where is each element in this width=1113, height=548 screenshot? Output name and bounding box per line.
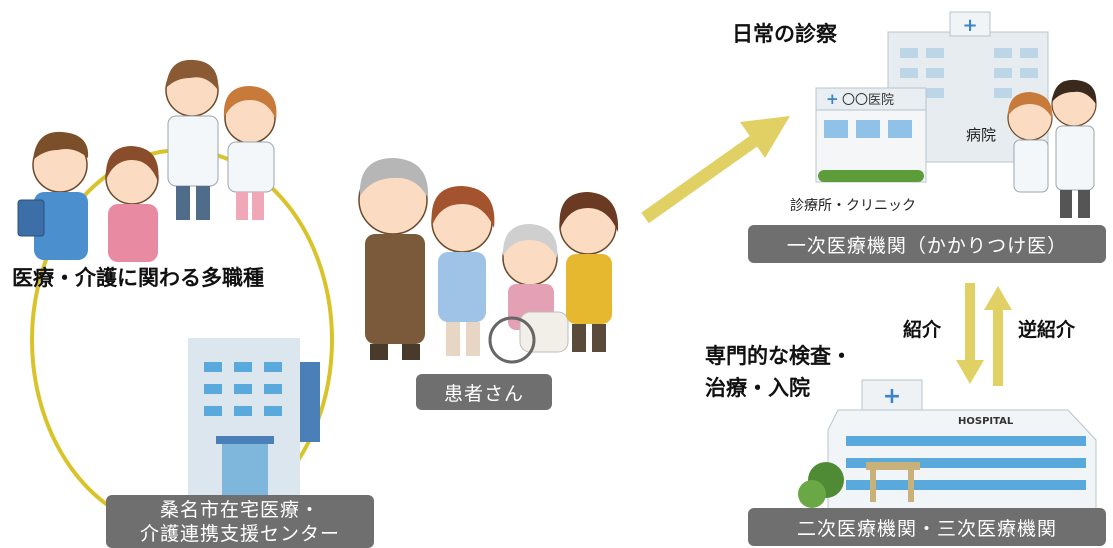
daily-exam-heading: 日常の診察 (732, 22, 837, 46)
primary-care-box: 一次医療機関（かかりつけ医） (748, 225, 1106, 263)
support-center-label-line2: 介護連携支援センター (139, 522, 340, 545)
referral-label: 紹介 (903, 319, 942, 341)
svg-text:+: + (962, 15, 977, 36)
svg-text:+: + (883, 384, 901, 409)
specialized-care-heading-line2: 治療・入院 (705, 376, 810, 400)
support-center-label-line1: 桑名市在宅医療・ (159, 498, 320, 521)
clinic-label: 診療所・クリニック (790, 198, 916, 214)
specialized-care-heading: 専門的な検査・ 治療・入院 (705, 340, 852, 404)
svg-text:+: + (826, 90, 839, 108)
hospital-sign: HOSPITAL (958, 416, 1014, 427)
support-center-label: 桑名市在宅医療・ 介護連携支援センター (106, 495, 374, 548)
clinic-sign: 〇〇医院 (842, 93, 894, 108)
patient-label: 患者さん (416, 374, 552, 410)
secondary-care-box: 二次医療機関・三次医療機関 (748, 508, 1106, 546)
reverse-referral-label: 逆紹介 (1018, 319, 1076, 341)
specialized-care-heading-line1: 専門的な検査・ (705, 344, 852, 368)
professions-label: 医療・介護に関わる多職種 (12, 266, 264, 290)
hospital-label: 病院 (966, 126, 997, 144)
